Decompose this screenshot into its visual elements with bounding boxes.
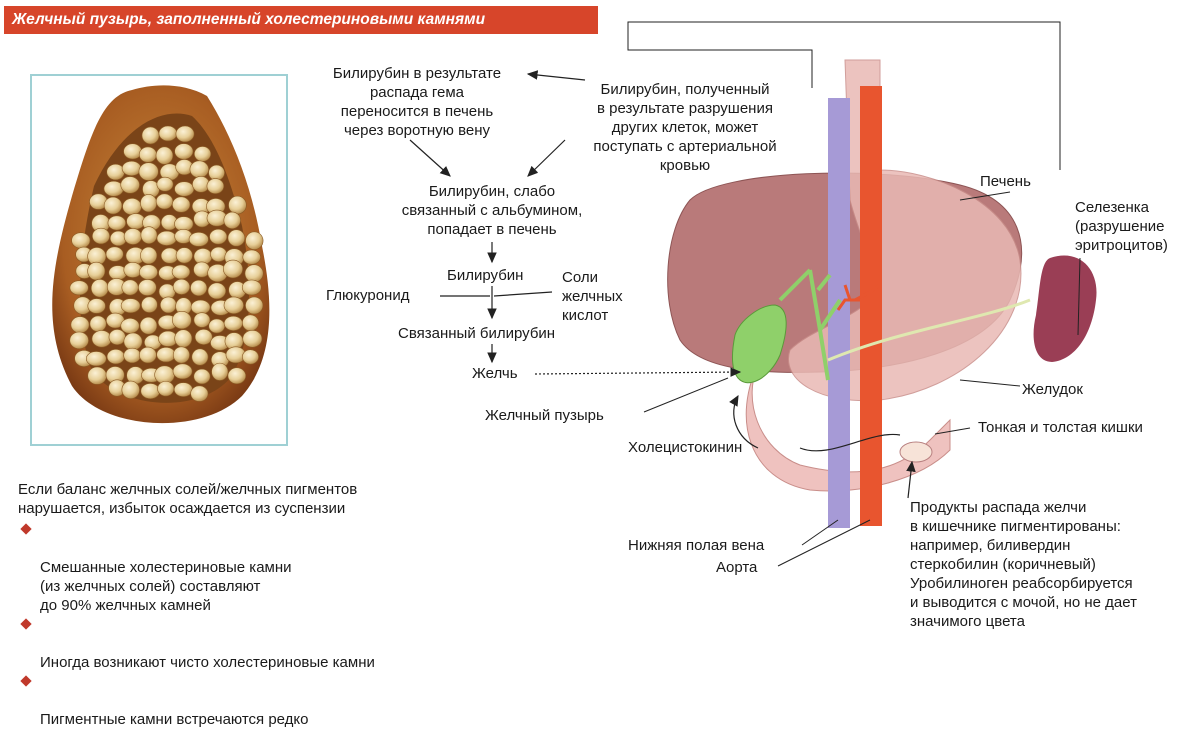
- title-bar: Желчный пузырь, заполненный холестеринов…: [4, 6, 598, 34]
- gallstone: [141, 296, 158, 313]
- label-aorta: Аорта: [716, 559, 758, 576]
- vena-cava-shape: [828, 98, 850, 528]
- label-bilirubin-heme: Билирубин в результате распада гема пере…: [332, 65, 502, 139]
- gallstone: [87, 298, 106, 314]
- gallstone: [191, 348, 209, 366]
- label-conjugated: Связанный билирубин: [398, 325, 556, 342]
- intestine-shape: [745, 359, 951, 492]
- gallstone: [172, 278, 191, 295]
- label-intestine: Тонкая и толстая кишки: [978, 419, 1143, 436]
- gallstone: [140, 226, 158, 244]
- gallstone: [193, 312, 211, 328]
- bullet-diamond-icon: [20, 618, 32, 630]
- label-bilirubin-albumin: Билирубин, слабо связанный с альбумином,…: [401, 183, 583, 238]
- notes-bullet-text: Смешанные холестериновые камни (из желчн…: [40, 559, 292, 614]
- label-stomach: Желудок: [1022, 381, 1083, 398]
- gallstone: [155, 146, 174, 165]
- label-bilirubin: Билирубин: [447, 267, 524, 284]
- gallstone: [227, 367, 247, 385]
- label-cholecystokinin: Холецистокинин: [628, 439, 743, 456]
- label-bile: Желчь: [472, 365, 518, 382]
- gallstone: [227, 229, 246, 247]
- gallstone: [241, 279, 262, 296]
- notes-bullet: Пигментные камни встречаются редко: [18, 672, 488, 729]
- notes-intro: Если баланс желчных солей/желчных пигмен…: [18, 481, 358, 517]
- gallstone: [103, 196, 123, 215]
- label-bilirubin-cells: Билирубин, полученный в результате разру…: [593, 81, 777, 174]
- bile-duct: [778, 268, 842, 381]
- gallstone: [190, 279, 208, 297]
- gallstone: [121, 380, 140, 399]
- gallstone: [242, 329, 263, 348]
- gallstone: [138, 162, 159, 181]
- gallstone: [139, 316, 158, 335]
- gallstone: [140, 246, 158, 265]
- gallstone: [175, 247, 193, 264]
- page-title: Желчный пузырь, заполненный холестеринов…: [12, 11, 486, 28]
- spleen-shape: [1033, 255, 1097, 362]
- gallstone: [245, 296, 264, 315]
- gallstone: [172, 363, 193, 380]
- intestine-opening: [899, 441, 933, 463]
- gallstone: [245, 231, 264, 250]
- notes-bullet-text: Пигментные камни встречаются редко: [40, 711, 309, 728]
- gallstone: [211, 362, 229, 381]
- bullet-diamond-icon: [20, 523, 32, 535]
- label-vena-cava: Нижняя полая вена: [628, 537, 765, 554]
- hepatic-artery: [836, 283, 881, 311]
- gallstone: [172, 311, 192, 330]
- label-spleen: Селезенка (разрушение эритроцитов): [1075, 199, 1168, 254]
- aorta-shape: [860, 86, 882, 526]
- gallstone: [242, 249, 261, 265]
- gallstone: [193, 368, 211, 385]
- gallstone: [85, 351, 107, 367]
- gallstone: [138, 279, 157, 296]
- label-gallbladder: Желчный пузырь: [485, 407, 604, 424]
- gallstone: [105, 246, 124, 262]
- pancreatic-duct: [827, 298, 1031, 362]
- gallstone: [172, 346, 190, 364]
- gallbladder-photo: [30, 74, 288, 446]
- notes-bullet: Смешанные холестериновые камни (из желчн…: [18, 520, 488, 615]
- gallstone: [120, 298, 141, 314]
- gallstone: [207, 282, 227, 300]
- gallstone: [242, 349, 259, 365]
- diagram: [409, 21, 1097, 567]
- bullet-diamond-icon: [20, 675, 32, 687]
- label-glucuronide: Глюкуронид: [326, 287, 410, 304]
- gallstones: [69, 125, 264, 402]
- gallstone: [171, 196, 191, 213]
- gallstone: [69, 280, 89, 296]
- notes: Если баланс желчных солей/желчных пигмен…: [18, 480, 488, 729]
- notes-bullet-text: Иногда возникают чисто холестериновые ка…: [40, 654, 375, 671]
- gallbladder-stones-image: [52, 85, 270, 424]
- gallstone: [120, 176, 140, 194]
- gallstone: [194, 329, 213, 345]
- gallstone: [209, 228, 228, 245]
- gallstone: [190, 385, 209, 402]
- label-bile-salts: Соли желчных кислот: [562, 269, 623, 324]
- label-liver: Печень: [980, 173, 1031, 190]
- gallstone: [206, 178, 225, 195]
- gallstone: [223, 211, 241, 229]
- gallstone: [91, 227, 110, 245]
- gallstone: [223, 259, 243, 279]
- label-breakdown: Продукты распада желчи в кишечнике пигме…: [910, 499, 1137, 630]
- gallstone: [175, 125, 195, 143]
- gallstone: [188, 232, 209, 247]
- gallstone: [107, 215, 126, 231]
- gallstone: [156, 176, 174, 192]
- gallstone: [69, 331, 89, 350]
- gallstone: [223, 296, 244, 314]
